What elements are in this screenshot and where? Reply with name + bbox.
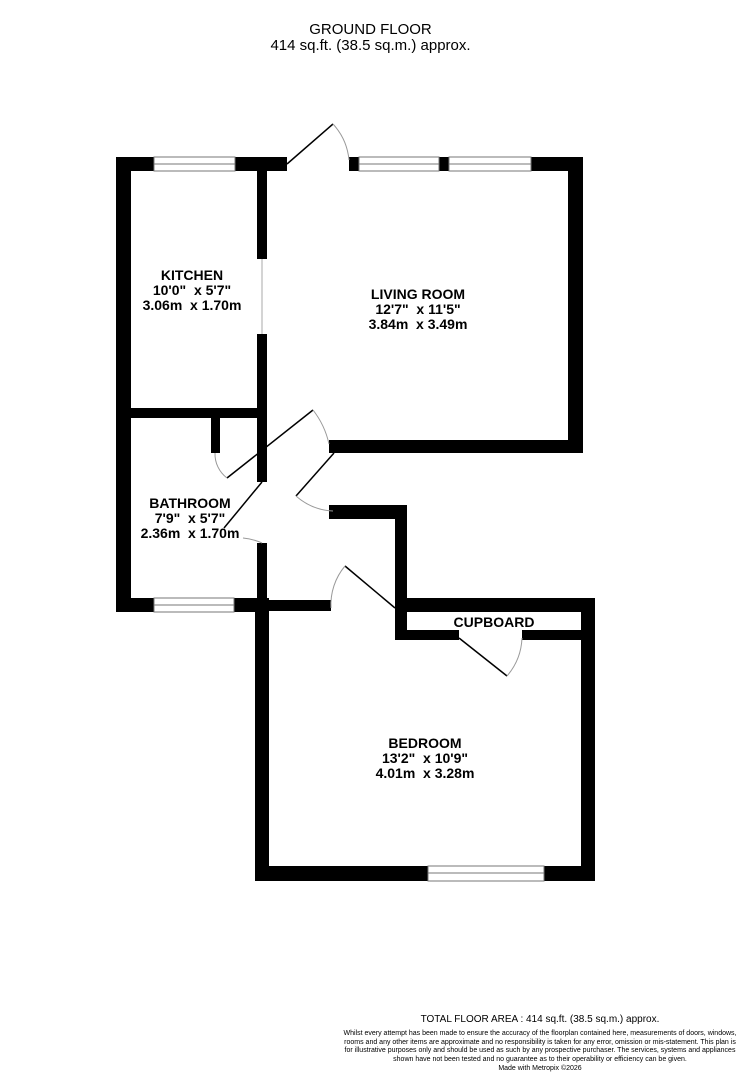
room-imperial: 13'2" x 10'9"	[381, 750, 469, 766]
floor-header: GROUND FLOOR 414 sq.ft. (38.5 sq.m.) app…	[0, 22, 741, 54]
room-bedroom: BEDROOM 13'2" x 10'9" 4.01m x 3.28m	[376, 736, 475, 781]
room-metric: 3.84m x 3.49m	[368, 316, 468, 332]
walls	[116, 157, 595, 881]
room-imperial: 7'9" x 5'7"	[154, 510, 226, 526]
total-floor-area: TOTAL FLOOR AREA : 414 sq.ft. (38.5 sq.m…	[420, 1014, 660, 1025]
room-imperial: 10'0" x 5'7"	[152, 282, 232, 298]
floor-area: 414 sq.ft. (38.5 sq.m.) approx.	[270, 37, 471, 54]
room-metric: 2.36m x 1.70m	[140, 525, 240, 541]
room-metric: 4.01m x 3.28m	[375, 765, 475, 781]
floor-name: GROUND FLOOR	[309, 21, 432, 38]
room-name: BATHROOM	[149, 495, 231, 511]
room-name: LIVING ROOM	[370, 286, 466, 302]
room-imperial: 12'7" x 11'5"	[375, 301, 461, 317]
room-metric: 3.06m x 1.70m	[142, 297, 242, 313]
footer: TOTAL FLOOR AREA : 414 sq.ft. (38.5 sq.m…	[340, 1014, 740, 1073]
room-kitchen: KITCHEN 10'0" x 5'7" 3.06m x 1.70m	[143, 268, 242, 313]
made-with: Made with Metropix ©2026	[498, 1065, 582, 1072]
disclaimer: Whilst every attempt has been made to en…	[343, 1030, 737, 1063]
room-cupboard: CUPBOARD	[453, 614, 535, 630]
room-bathroom: BATHROOM 7'9" x 5'7" 2.36m x 1.70m	[141, 496, 240, 541]
room-living-room: LIVING ROOM 12'7" x 11'5" 3.84m x 3.49m	[369, 287, 468, 332]
doors	[214, 123, 523, 677]
room-name: KITCHEN	[160, 267, 224, 283]
windows	[153, 156, 545, 882]
room-name: BEDROOM	[388, 735, 462, 751]
